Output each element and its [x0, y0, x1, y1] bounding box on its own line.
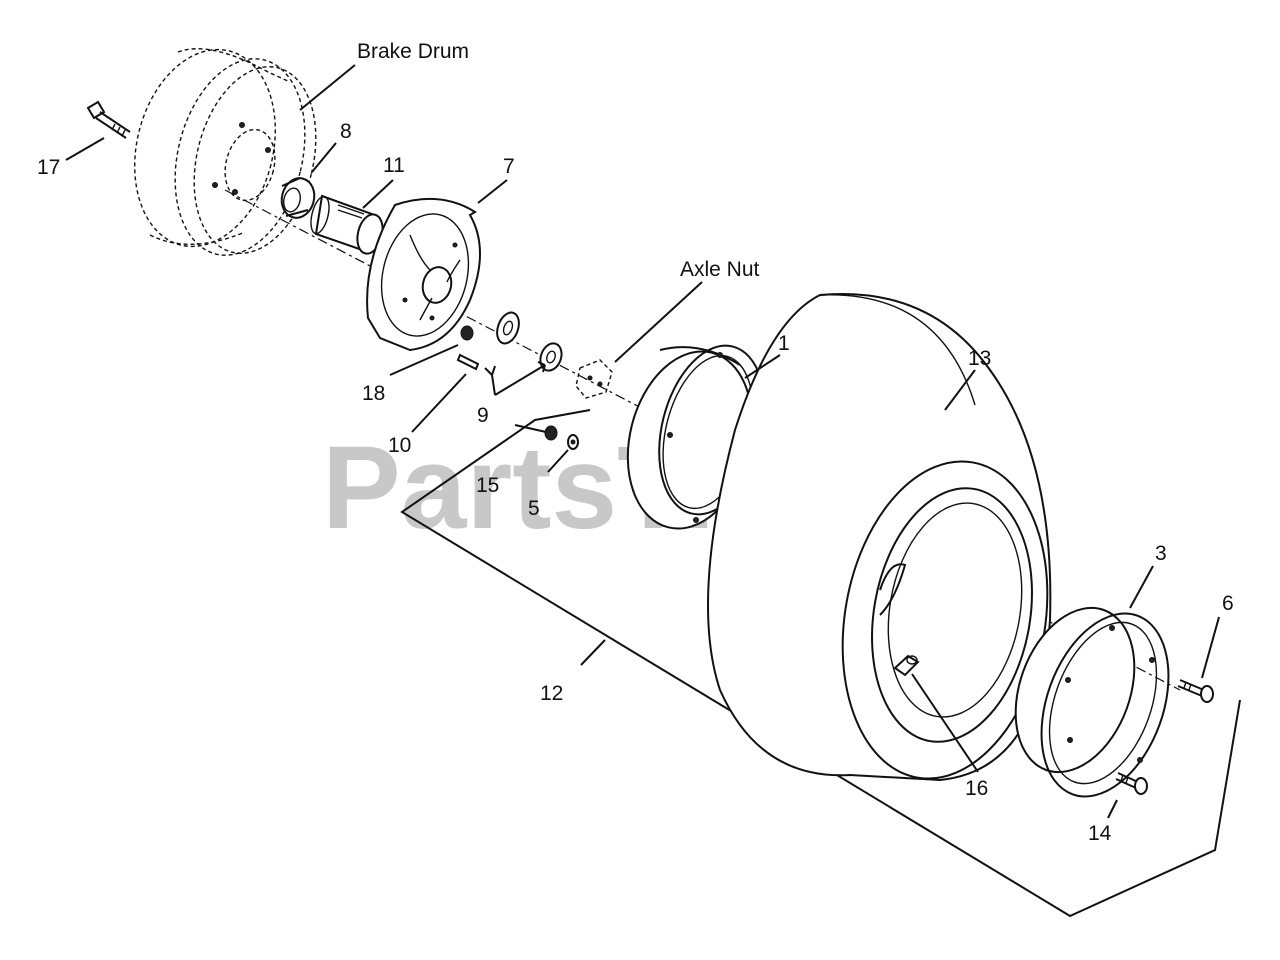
label-3: 3 [1155, 542, 1167, 565]
label-8: 8 [340, 120, 352, 143]
bolt-17 [86, 100, 131, 139]
leader-lines [65, 64, 1220, 819]
label-5: 5 [528, 497, 540, 520]
label-10: 10 [388, 434, 411, 457]
label-1: 1 [778, 332, 790, 355]
label-15: 15 [476, 474, 499, 497]
nut-18 [460, 325, 474, 341]
label-16: 16 [965, 777, 988, 800]
hub-plate-7 [366, 197, 481, 352]
label-6: 6 [1222, 592, 1234, 615]
label-axle-nut: Axle Nut [680, 258, 760, 281]
brake-drum [134, 48, 317, 256]
label-7: 7 [503, 155, 515, 178]
lockwasher-5 [567, 434, 579, 450]
axle-nut [575, 359, 613, 399]
label-12: 12 [540, 682, 563, 705]
tire-13 [707, 293, 1052, 782]
key-10 [456, 353, 480, 371]
nut-15 [544, 425, 558, 441]
bolt-6 [1177, 679, 1214, 703]
washer-9a [496, 311, 520, 345]
bolt-14 [1115, 772, 1148, 795]
label-13: 13 [968, 347, 991, 370]
label-18: 18 [362, 382, 385, 405]
callout-labels: Brake Drum Axle Nut 1 3 5 6 7 8 9 10 11 … [37, 40, 1234, 845]
label-17: 17 [37, 156, 60, 179]
valve-stem-16 [893, 654, 920, 677]
label-9: 9 [477, 404, 489, 427]
label-brake-drum: Brake Drum [357, 40, 469, 63]
spacer-11 [310, 194, 384, 255]
bushing-8 [280, 177, 316, 219]
washer-9b [539, 342, 563, 372]
label-14: 14 [1088, 822, 1112, 845]
rim-half-3 [1014, 606, 1170, 798]
label-11: 11 [383, 154, 405, 177]
